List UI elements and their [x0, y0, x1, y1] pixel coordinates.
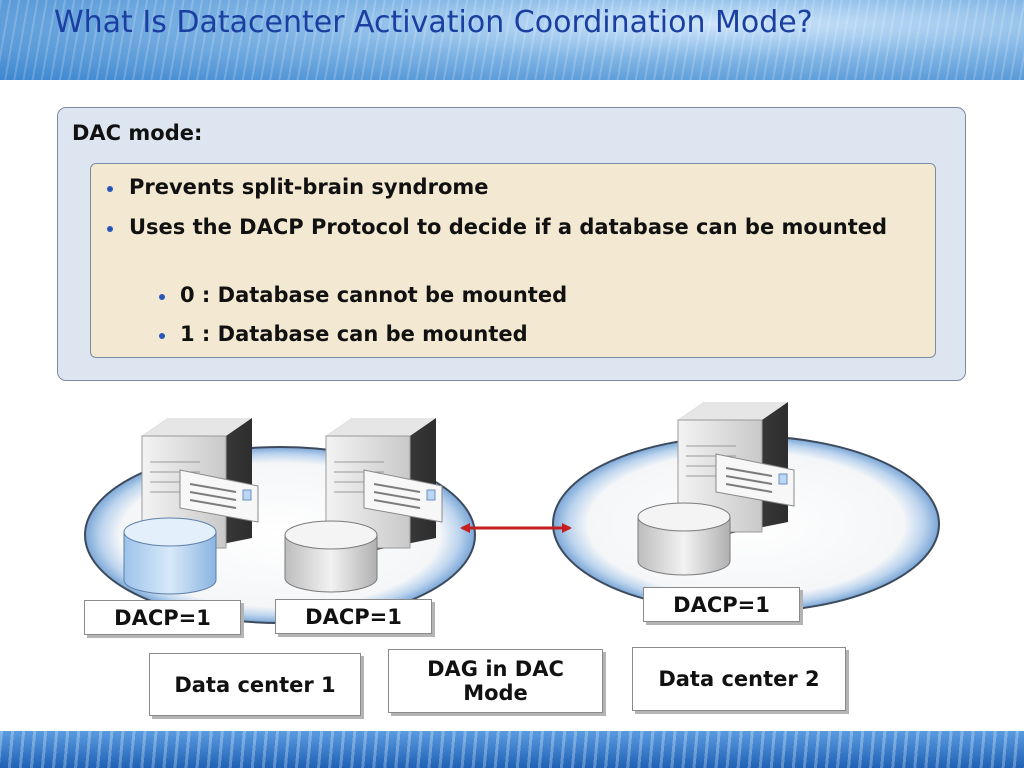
bullet-box: Prevents split-brain syndrome Uses the D… — [90, 163, 936, 358]
database-icon — [123, 517, 217, 595]
database-icon — [284, 520, 378, 593]
panel-heading: DAC mode: — [72, 121, 203, 145]
dacp-label-1: DACP=1 — [84, 600, 241, 635]
bullet-text: Prevents split-brain syndrome — [129, 175, 489, 199]
server-icon — [677, 402, 795, 539]
slide-title: What Is Datacenter Activation Coordinati… — [54, 5, 813, 40]
bullet-item: Prevents split-brain syndrome — [107, 174, 919, 201]
bullet-icon — [107, 186, 113, 192]
bullet-icon — [159, 333, 165, 339]
sub-bullet-text: 0 : Database cannot be mounted — [180, 283, 568, 307]
dag-diagram: DACP=1 DACP=1 DACP=1 Data center 1 DAG i… — [0, 390, 1024, 730]
dag-mode-label: DAG in DAC Mode — [388, 649, 603, 713]
bullet-icon — [107, 226, 113, 232]
sub-bullet-text: 1 : Database can be mounted — [180, 322, 528, 346]
header-band — [0, 0, 1024, 80]
bullet-item: Uses the DACP Protocol to decide if a da… — [107, 214, 919, 241]
dacp-label-3: DACP=1 — [643, 587, 800, 622]
database-icon — [637, 502, 731, 576]
bullet-text: Uses the DACP Protocol to decide if a da… — [129, 215, 888, 239]
diagram-graphics — [84, 402, 940, 624]
sub-bullet-item: 1 : Database can be mounted — [159, 321, 910, 348]
sub-bullet-item: 0 : Database cannot be mounted — [159, 282, 910, 309]
footer-band — [0, 731, 1024, 768]
dacp-label-2: DACP=1 — [275, 599, 432, 634]
datacenter-2-label: Data center 2 — [632, 647, 846, 711]
datacenter-1-label: Data center 1 — [149, 653, 361, 716]
dac-mode-panel: DAC mode: Prevents split-brain syndrome … — [57, 107, 966, 381]
bullet-icon — [159, 294, 165, 300]
